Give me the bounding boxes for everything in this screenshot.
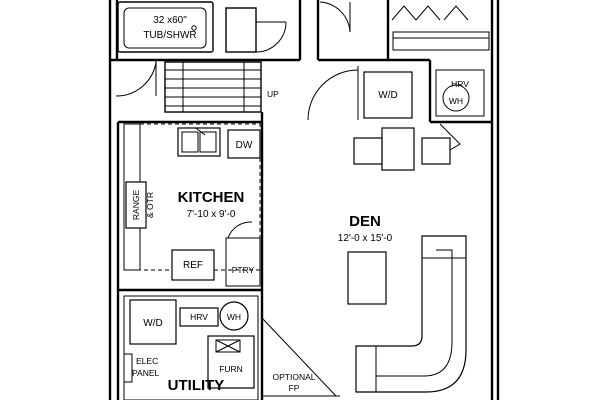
- utility: W/D HRV WH ELEC PANEL FURN UTILITY: [123, 295, 259, 400]
- utility-name: UTILITY: [168, 377, 225, 394]
- water-heater-upper: [442, 84, 470, 112]
- furn-label: FURN: [219, 364, 243, 374]
- optional-fireplace: OPTIONAL FP: [261, 317, 340, 397]
- furnace: [207, 335, 255, 389]
- stairs: UP: [164, 61, 279, 113]
- ref-label: REF: [183, 260, 203, 271]
- wd-lower-label: W/D: [143, 318, 162, 329]
- washer-dryer-lower: [129, 299, 177, 345]
- elec-label-2: PANEL: [132, 368, 160, 378]
- tub-size-label: 32 x60": [153, 15, 187, 26]
- ptry-label: PTRY: [232, 265, 255, 275]
- wh-lower-label: WH: [227, 312, 241, 322]
- pantry: [225, 237, 261, 287]
- wh-upper-label: WH: [449, 96, 463, 106]
- interior-walls: [116, 0, 492, 400]
- kitchen-dims: 7'-10 x 9'-0: [187, 209, 236, 220]
- dining-set: [353, 127, 451, 171]
- range-label-1: RANGE: [131, 190, 141, 221]
- den-name: DEN: [349, 213, 381, 230]
- coffee-table: [347, 251, 387, 305]
- range-label-2: & OTR: [145, 192, 155, 218]
- sink: [177, 127, 221, 157]
- elec-panel: [123, 353, 133, 383]
- doors: [307, 1, 490, 157]
- water-heater-lower: [219, 301, 249, 331]
- upper-laundry: W/D HRV WH: [363, 69, 485, 119]
- kitchen-name: KITCHEN: [178, 189, 245, 206]
- range: [125, 181, 147, 229]
- tub-shower: [123, 7, 207, 49]
- kitchen: DW RANGE & OTR KITCHEN 7'-10 x 9'-0 REF …: [123, 123, 261, 287]
- optional-label-2: FP: [289, 383, 300, 393]
- hrv-lower-label: HRV: [190, 312, 208, 322]
- hrv-unit: [179, 307, 219, 327]
- sectional-sofa: [355, 235, 467, 393]
- exterior-walls: [108, 0, 500, 400]
- tub-drain: [191, 25, 197, 31]
- elec-label-1: ELEC: [136, 356, 158, 366]
- tub-name-label: TUB/SHWR: [143, 30, 196, 41]
- dw-label: DW: [236, 140, 253, 151]
- stair-up-label: UP: [267, 89, 279, 99]
- dishwasher: [227, 129, 261, 159]
- hrv-upper-label: HRV: [451, 79, 469, 89]
- wd-upper-label: W/D: [378, 90, 397, 101]
- bathroom: 32 x60" TUB/SHWR: [110, 0, 302, 97]
- refrigerator: [171, 249, 215, 281]
- optional-label-1: OPTIONAL: [273, 372, 316, 382]
- den: DEN 12'-0 x 15'-0: [338, 213, 467, 393]
- den-dims: 12'-0 x 15'-0: [338, 233, 393, 244]
- washer-dryer-upper: [363, 71, 413, 119]
